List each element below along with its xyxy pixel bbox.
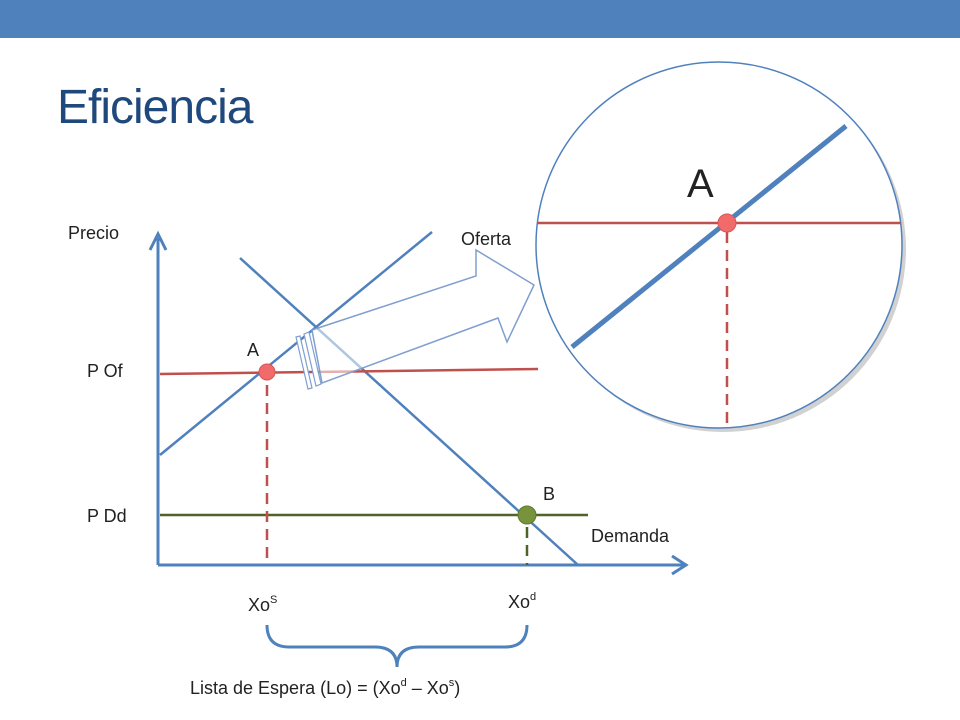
zoom-arrow <box>295 248 535 390</box>
zoom-point-a <box>717 213 737 233</box>
waiting-list-brace <box>265 624 529 668</box>
xd-label-sup: d <box>530 591 536 603</box>
y-axis <box>148 230 168 565</box>
waiting-list-sup2: s <box>449 677 455 689</box>
x-axis <box>158 554 689 576</box>
waiting-list-sup1: d <box>401 677 407 689</box>
demand-label: Demanda <box>591 526 670 546</box>
point-a <box>258 363 276 381</box>
supply-line <box>159 231 433 456</box>
waiting-list-prefix: Lista de Espera (Lo) = (Xo <box>190 678 401 698</box>
supply-label: Oferta <box>461 229 512 249</box>
xd-label: Xod <box>508 591 536 612</box>
waiting-list-mid: – Xo <box>407 678 449 698</box>
xs-label-base: Xo <box>248 595 270 615</box>
xd-label-base: Xo <box>508 592 530 612</box>
point-a-label: A <box>247 340 259 360</box>
zoom-circle <box>535 61 906 432</box>
point-b-label: B <box>543 484 555 504</box>
slide-title: Eficiencia <box>57 81 253 134</box>
xs-label-sup: S <box>270 594 277 606</box>
waiting-list-formula: Lista de Espera (Lo) = (Xod – Xos) <box>190 677 460 698</box>
price-offer-label: P Of <box>87 361 124 381</box>
price-demand-label: P Dd <box>87 506 127 526</box>
zoom-point-a-label: A <box>687 162 714 206</box>
xs-label: XoS <box>248 594 277 615</box>
zoom-supply-line <box>570 124 848 349</box>
y-axis-label: Precio <box>68 223 119 243</box>
waiting-list-suffix: ) <box>454 678 460 698</box>
top-accent-bar <box>0 0 960 38</box>
point-b <box>517 505 537 525</box>
